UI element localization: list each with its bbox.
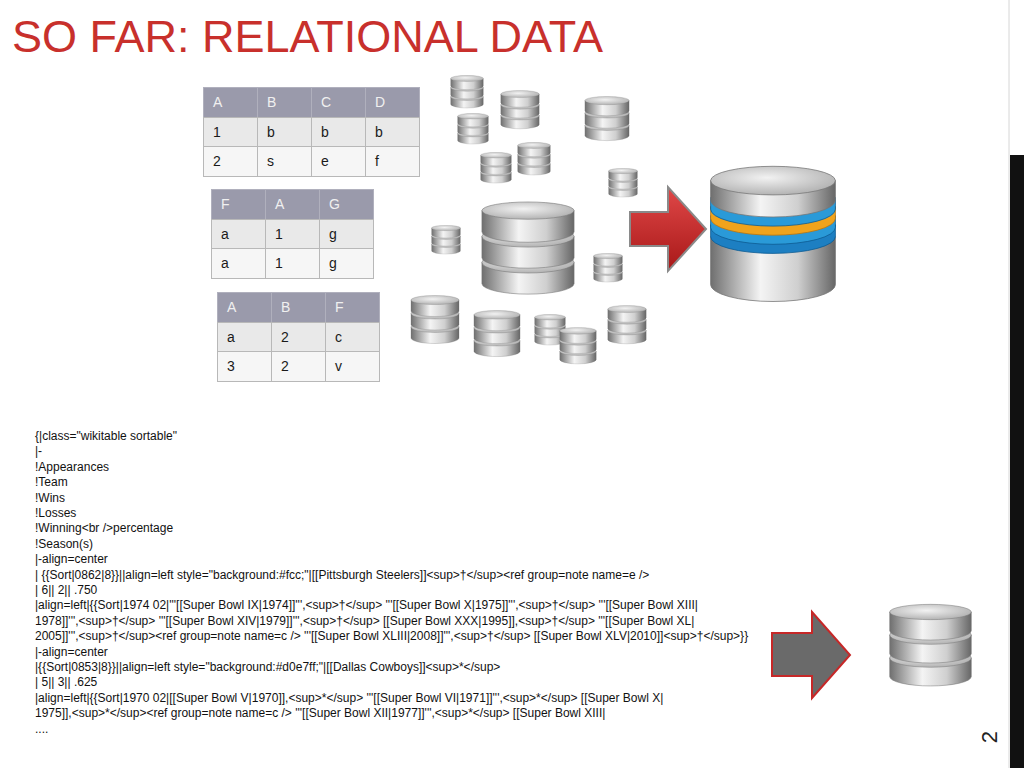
table-cell: v bbox=[325, 351, 380, 382]
table-cell: g bbox=[319, 219, 374, 250]
table-cell: b bbox=[365, 117, 420, 148]
table-cell: c bbox=[325, 322, 380, 353]
table-cell: 2 bbox=[203, 146, 258, 177]
integrated-database bbox=[711, 166, 836, 301]
table-cell: a bbox=[211, 219, 266, 250]
table-header-cell: G bbox=[319, 189, 374, 220]
gray-arrow bbox=[772, 612, 850, 698]
table-header-cell: B bbox=[257, 87, 312, 118]
markup-line: |align=left|{{Sort|1974 02|'''[[Super Bo… bbox=[35, 598, 698, 613]
table-cell: a bbox=[217, 322, 272, 353]
database-icon bbox=[608, 305, 646, 343]
red-arrow bbox=[630, 187, 706, 271]
markup-line: !Appearances bbox=[35, 460, 109, 475]
table-cell: a bbox=[211, 248, 266, 279]
page-number: 2 bbox=[977, 731, 1003, 743]
markup-line: .... bbox=[35, 722, 48, 737]
table-header-cell: C bbox=[311, 87, 366, 118]
table-header-cell: A bbox=[265, 189, 320, 220]
database-icon bbox=[594, 253, 623, 282]
table-cell: b bbox=[257, 117, 312, 148]
table-cell: 2 bbox=[271, 322, 326, 353]
database-icon bbox=[585, 96, 629, 140]
markup-line: 2005]]''',<sup>†</sup><ref group=note na… bbox=[35, 629, 748, 644]
markup-line: | 6|| 2|| .750 bbox=[35, 583, 97, 598]
markup-line: !Wins bbox=[35, 491, 65, 506]
table-cell: b bbox=[311, 117, 366, 148]
edge-rule bbox=[1009, 0, 1010, 768]
markup-line: |- bbox=[35, 444, 42, 459]
markup-line: 1975]],<sup>*</sup><ref group=note name=… bbox=[35, 706, 605, 721]
slide-title: SO FAR: RELATIONAL DATA bbox=[12, 10, 603, 64]
database-icon bbox=[458, 113, 489, 144]
markup-line: | 5|| 3|| .625 bbox=[35, 675, 97, 690]
table-cell: e bbox=[311, 146, 366, 177]
table-cell: 3 bbox=[217, 351, 272, 382]
table-header-cell: F bbox=[211, 189, 266, 220]
markup-line: | {{Sort|0862|8}}||align=left style="bac… bbox=[35, 568, 649, 583]
table-cell: 1 bbox=[203, 117, 258, 148]
markup-line: !Season(s) bbox=[35, 537, 93, 552]
table-cell: g bbox=[319, 248, 374, 279]
table-header-cell: A bbox=[203, 87, 258, 118]
markup-line: |{{Sort|0853|8}}||align=left style="back… bbox=[35, 660, 500, 675]
markup-line: !Winning<br />percentage bbox=[35, 521, 173, 536]
database-icon bbox=[518, 142, 551, 175]
table-cell: 2 bbox=[271, 351, 326, 382]
table-cell: f bbox=[365, 146, 420, 177]
markup-line: {|class="wikitable sortable" bbox=[35, 429, 177, 444]
database-icon bbox=[451, 75, 484, 108]
table-cell: 1 bbox=[265, 248, 320, 279]
database-icon bbox=[432, 225, 461, 254]
database-icon bbox=[481, 152, 512, 183]
table-cell: 1 bbox=[265, 219, 320, 250]
table-header-cell: D bbox=[365, 87, 420, 118]
database-icon bbox=[501, 90, 539, 128]
database-icon bbox=[609, 168, 638, 197]
markup-line: !Losses bbox=[35, 506, 76, 521]
database-icon bbox=[411, 296, 459, 344]
table-header-cell: A bbox=[217, 292, 272, 323]
markup-line: 1978]]''',<sup>†</sup> '''[[Super Bowl X… bbox=[35, 614, 694, 629]
side-bar bbox=[1010, 155, 1024, 768]
markup-line: !Team bbox=[35, 475, 68, 490]
database-icon bbox=[890, 604, 972, 686]
database-icon bbox=[474, 310, 520, 356]
table-cell: s bbox=[257, 146, 312, 177]
database-icon bbox=[560, 327, 596, 363]
markup-line: |-align=center bbox=[35, 645, 108, 660]
database-icon bbox=[482, 202, 574, 294]
table-header-cell: F bbox=[325, 292, 380, 323]
markup-line: |align=left|{{Sort|1970 02|[[Super Bowl … bbox=[35, 691, 663, 706]
table-header-cell: B bbox=[271, 292, 326, 323]
markup-line: |-align=center bbox=[35, 552, 108, 567]
